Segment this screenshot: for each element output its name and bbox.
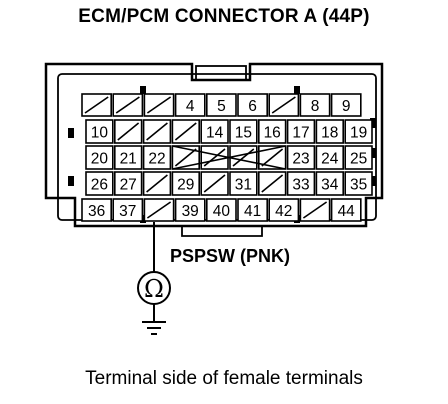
pin-number: 18 [321,125,338,142]
unused-pin-slash [146,122,168,141]
pin-cell [229,119,258,144]
unused-block-cross [172,145,286,170]
pin-cell [206,93,237,117]
pin-cell [315,145,344,170]
pin-number: 34 [321,177,339,194]
pin-number: 35 [350,177,367,194]
pin-number: 37 [119,203,136,220]
unused-pin-slash [117,122,140,141]
pin-cell [206,198,237,222]
pin-cell [229,171,258,196]
ohm-symbol: Ω [144,275,164,303]
pin-cell [112,198,144,222]
pin-cell [257,119,287,144]
pin-cell [174,198,206,222]
unused-pin-slash [271,96,296,114]
pin-cell [237,198,269,222]
pin-number: 16 [264,125,281,142]
pin-cell [299,93,331,117]
unused-pin-slash [232,148,255,167]
pin-grid: 4 5 6 8 9 10 14 15 16 17 18 19 20 21 22 23 24 25 26 27 29 31 3… [81,93,373,222]
pin-number: 40 [213,203,231,220]
pin-cell [81,198,113,222]
page-title: ECM/PCM CONNECTOR A (44P) [78,6,370,27]
pin-number: 8 [311,98,320,115]
pin-cell [286,171,316,196]
unused-pin-slash [203,148,226,167]
pin-number: 44 [338,203,356,220]
pin-number: 15 [235,125,252,142]
unused-pin-slash [261,148,284,167]
pin-number: 14 [206,125,224,142]
pin-cell [330,93,362,117]
pin-cell [344,171,373,196]
pin-cell [344,145,373,170]
pin-number: 20 [91,151,109,168]
pin-cell [85,145,114,170]
pin-number: 31 [235,177,252,194]
pin-cell [174,93,206,117]
pin-cell [85,119,114,144]
ground-icon [142,321,166,335]
unused-pin-slash [203,174,226,193]
pin-cell [315,171,344,196]
pin-number: 10 [91,125,109,142]
pin-number: 27 [120,177,137,194]
pin-cell [330,198,362,222]
pin-number: 22 [148,151,165,168]
pin-cell [200,119,229,144]
unused-pin-slash [146,174,168,193]
pin-number: 9 [342,98,351,115]
pin-number: 4 [186,98,195,115]
pin-cell [286,145,316,170]
pin-number: 29 [177,177,194,194]
pin-number: 23 [292,151,309,168]
caption: Terminal side of female terminals [85,368,363,389]
pin-cell [85,171,114,196]
wire [137,222,171,322]
unused-pin-slash [261,174,284,193]
pin-number: 17 [292,125,309,142]
pin-cell [315,119,344,144]
pin-number: 24 [321,151,339,168]
pin-number: 19 [350,125,367,142]
pin-cell [171,171,200,196]
wire-label: PSPSW (PNK) [170,246,290,266]
pin-number: 25 [350,151,367,168]
pin-cell [237,93,269,117]
unused-pin-slash [84,96,109,114]
pin-cell [344,119,373,144]
pin-number: 36 [88,203,105,220]
pin-cell [114,171,143,196]
unused-pin-slash [302,201,328,219]
pin-number: 33 [292,177,309,194]
unused-pin-slash [174,122,197,141]
pin-cell [286,119,316,144]
unused-pin-slash [146,201,172,219]
pin-number: 41 [244,203,261,220]
pin-number: 5 [217,98,226,115]
unused-pin-slash [115,96,140,114]
pin-number: 21 [120,151,137,168]
pin-cell [142,145,172,170]
unused-pin-slash [146,96,172,114]
pin-cell [268,198,300,222]
unused-pin-slash [174,148,197,167]
pin-number: 6 [248,98,257,115]
pin-number: 39 [182,203,199,220]
pin-number: 26 [91,177,108,194]
pin-cell [114,145,143,170]
pin-number: 42 [275,203,292,220]
